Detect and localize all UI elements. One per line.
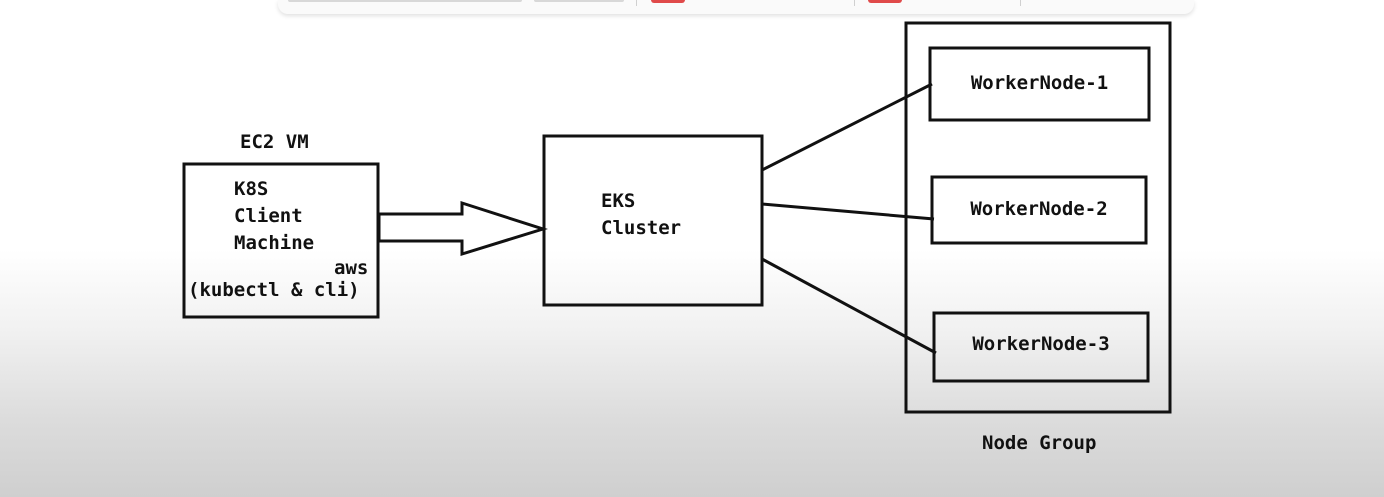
toolbar-divider (1020, 0, 1021, 6)
worker-node-2-box (930, 175, 1148, 245)
ec2-vm-title: EC2 VM (240, 131, 309, 153)
worker-node-1-label: WorkerNode-1 (970, 72, 1109, 94)
eks-to-worker-1-line (761, 82, 933, 172)
pdf-icon[interactable] (651, 0, 685, 3)
eks-to-worker-3-line (761, 257, 937, 355)
worker-node-3-box (932, 311, 1150, 383)
toolbar-field[interactable] (288, 0, 522, 2)
toolbar-divider (854, 0, 855, 6)
eks-cluster-box (542, 134, 764, 307)
node-group-label: Node Group (982, 432, 1097, 454)
pdf-icon[interactable] (868, 0, 902, 3)
worker-node-3-label: WorkerNode-3 (972, 333, 1110, 355)
eks-label-line-1: EKS (601, 190, 636, 212)
client-machine-line-3: Machine (234, 232, 315, 254)
eks-label-line-2: Cluster (601, 217, 682, 239)
client-machine-line-2: Client (234, 205, 303, 227)
toolbar-button[interactable] (534, 0, 624, 2)
eks-to-worker-2-line (761, 202, 935, 221)
worker-node-2-label: WorkerNode-2 (970, 198, 1108, 220)
client-tools-label: (kubectl & cli) (188, 279, 360, 301)
aws-label: aws (334, 257, 369, 279)
client-machine-line-1: K8S (234, 178, 269, 200)
client-to-eks-arrow (377, 200, 548, 257)
top-toolbar-strip (278, 0, 1194, 14)
toolbar-divider (636, 0, 637, 6)
